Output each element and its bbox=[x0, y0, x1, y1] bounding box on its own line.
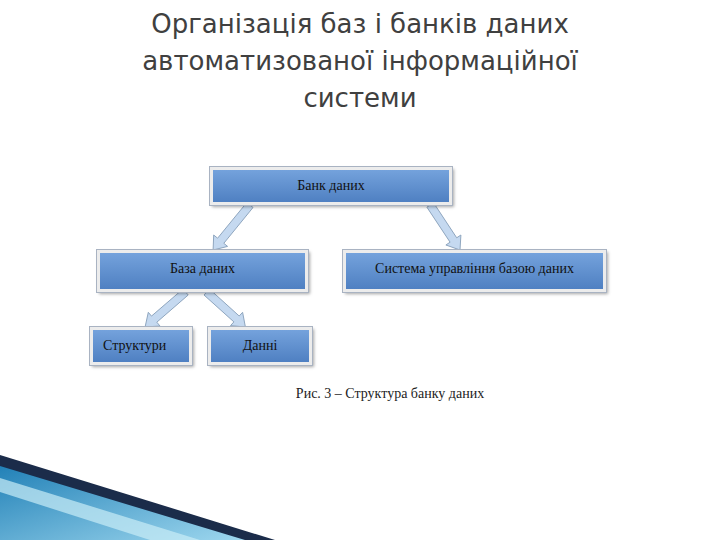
swoosh-highlight bbox=[0, 478, 200, 540]
block-arrow bbox=[145, 289, 188, 327]
process-box: Система управління базою даних bbox=[343, 250, 606, 292]
process-box: База даних bbox=[97, 250, 308, 292]
box-label: Банк даних bbox=[297, 178, 364, 194]
block-arrow bbox=[213, 203, 253, 251]
block-arrow bbox=[204, 289, 245, 327]
swoosh-line bbox=[0, 455, 275, 540]
process-box: Данні bbox=[208, 327, 312, 365]
block-arrow bbox=[427, 203, 461, 250]
box-label: База даних bbox=[170, 261, 235, 277]
box-label: Данні bbox=[243, 338, 278, 354]
caption-holder: Рис. 3 – Структура банку даних bbox=[200, 386, 580, 402]
slide-title: Організація баз і банків даних автоматиз… bbox=[90, 6, 630, 117]
process-box: Структури bbox=[90, 327, 192, 365]
box-label: Структури bbox=[103, 338, 166, 354]
process-box: Банк даних bbox=[210, 167, 452, 205]
figure-caption: Рис. 3 – Структура банку даних bbox=[296, 386, 484, 401]
box-label: Система управління базою даних bbox=[375, 261, 574, 277]
